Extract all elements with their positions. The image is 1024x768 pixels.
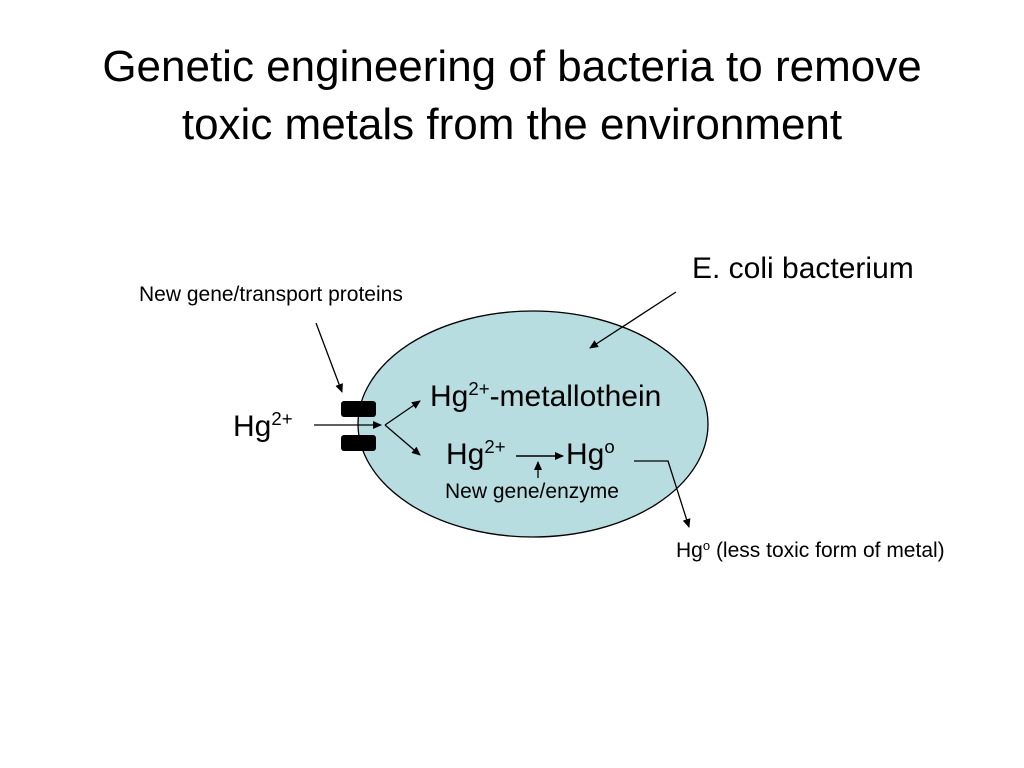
reactant-label: Hg2+ [446, 436, 506, 472]
branch-arrow-up [384, 400, 421, 426]
hg-charge: 2+ [484, 436, 506, 458]
enzyme-label: New gene/enzyme [445, 480, 619, 503]
metallothein-label: Hg2+-metallothein [430, 378, 662, 414]
title-line-2: toxic metals from the environment [181, 100, 843, 149]
hg-symbol: Hg [446, 438, 485, 471]
branch-arrow-down [384, 424, 421, 456]
ecoli-label: E. coli bacterium [692, 252, 914, 285]
ecoli-pointer-arrow [589, 291, 677, 349]
transport-pointer-arrow [315, 322, 343, 393]
ecoli-cell [357, 310, 709, 538]
transport-protein-top [341, 401, 376, 417]
hg-charge: 2+ [271, 408, 293, 430]
hg-symbol: Hg [676, 539, 703, 562]
less-toxic-label: Hgo (less toxic form of metal) [676, 537, 945, 563]
slide-title: Genetic engineering of bacteria to remov… [0, 38, 1024, 154]
title-line-1: Genetic engineering of bacteria to remov… [102, 42, 922, 91]
metallothein-suffix: -metallothein [489, 380, 662, 413]
hg-charge: o [604, 436, 615, 458]
transport-proteins-label: New gene/transport proteins [139, 283, 403, 306]
hg-charge: 2+ [468, 378, 490, 400]
hg-symbol: Hg [233, 410, 272, 443]
release-arrow [634, 460, 691, 528]
hg-symbol: Hg [430, 380, 469, 413]
hg-charge: o [702, 537, 711, 553]
less-toxic-description: (less toxic form of metal) [710, 539, 945, 562]
product-label: Hgo [566, 436, 615, 472]
transport-protein-bottom [341, 435, 376, 451]
hg2plus-outside-label: Hg2+ [233, 408, 293, 444]
hg-symbol: Hg [566, 438, 605, 471]
